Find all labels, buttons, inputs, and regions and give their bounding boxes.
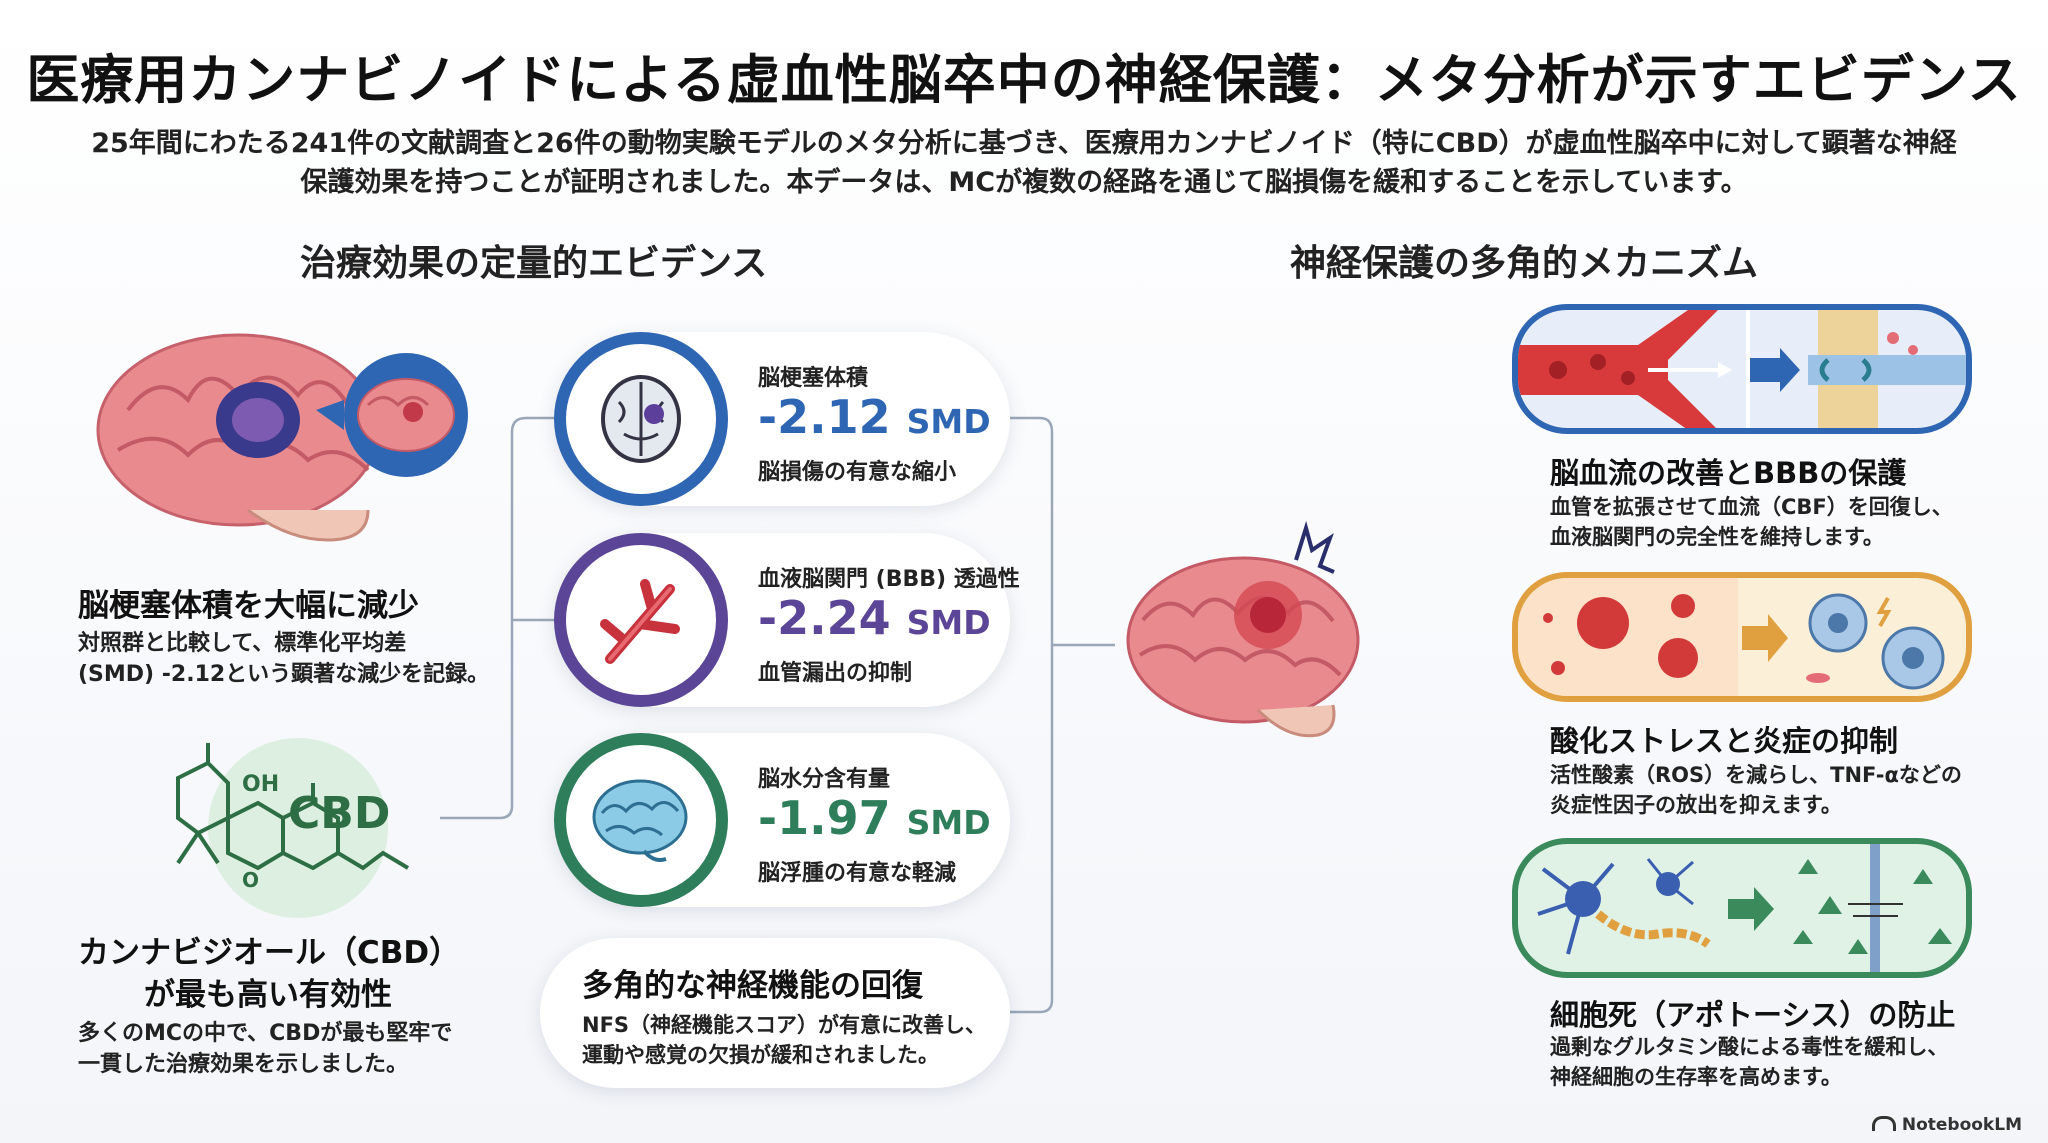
metric-unit: SMD (906, 803, 991, 842)
notebooklm-logo-icon (1871, 1116, 1896, 1131)
infarct-desc-line-2: (SMD) -2.12という顕著な減少を記録。 (78, 662, 490, 687)
metric-value: -1.97 SMD (758, 791, 991, 845)
brain-infarct-illustration (88, 320, 468, 570)
metric-card-infarct-volume: 脳梗塞体積 -2.12 SMD 脳損傷の有意な縮小 (554, 332, 1010, 506)
mechanism-description: 活性酸素（ROS）を減らし、TNF-αなどの 炎症性因子の放出を抑えます。 (1550, 760, 1962, 820)
recovery-heading: 多角的な神経機能の回復 (582, 968, 923, 1004)
recovery-desc-line-2: 運動や感覚の欠損が緩和されました。 (582, 1043, 939, 1067)
section-title-mechanisms: 神経保護の多角的メカニズム (1290, 243, 1759, 284)
mechanism-heading: 細胞死（アポトーシス）の防止 (1550, 998, 1956, 1032)
mechanism-desc-line-1: 過剰なグルタミン酸による毒性を緩和し、 (1550, 1035, 1949, 1059)
mechanism-heading: 酸化ストレスと炎症の抑制 (1550, 724, 1899, 758)
metric-value: -2.12 SMD (758, 390, 991, 444)
metric-name: 脳水分含有量 (758, 767, 891, 792)
metric-name: 脳梗塞体積 (758, 366, 869, 391)
swollen-brain-icon (592, 779, 688, 862)
mechanism-desc-line-2: 血液脳関門の完全性を維持します。 (1550, 525, 1884, 549)
vessel-dilation-icon (1518, 310, 1966, 428)
cbd-heading-line-1: カンナビジオール（CBD） (78, 935, 461, 971)
mechanism-capsule-apoptosis (1512, 838, 1972, 978)
page-title: 医療用カンナビノイドによる虚血性脳卒中の神経保護：メタ分析が示すエビデンス (26, 50, 2022, 111)
mechanism-description: 血管を拡張させて血流（CBF）を回復し、 血液脳関門の完全性を維持します。 (1550, 492, 1953, 552)
injured-brain-icon (1126, 520, 1360, 738)
neuron-protection-icon (1537, 844, 1952, 972)
metric-description: 脳損傷の有意な縮小 (758, 460, 957, 485)
intro-line-1: 25年間にわたる241件の文献調査と26件の動物実験モデルのメタ分析に基づき、医… (91, 128, 1957, 159)
cbd-desc-line-2: 一貫した治療効果を示しました。 (78, 1052, 409, 1077)
metric-value: -2.24 SMD (758, 591, 991, 645)
metric-description: 血管漏出の抑制 (758, 661, 913, 686)
recovery-desc-line-1: NFS（神経機能スコア）が有意に改善し、 (582, 1013, 987, 1037)
mechanism-desc-line-1: 活性酸素（ROS）を減らし、TNF-αなどの (1550, 763, 1962, 787)
cbd-description: 多くのMCの中で、CBDが最も堅牢で 一貫した治療効果を示しました。 (78, 1018, 452, 1080)
cbd-o-label: O (242, 868, 260, 892)
metric-ring (554, 733, 728, 907)
mechanism-desc-line-2: 神経細胞の生存率を高めます。 (1550, 1065, 1842, 1089)
cbd-oh-label: OH (242, 772, 280, 797)
metric-value-number: -2.12 (758, 390, 891, 444)
infarct-description: 対照群と比較して、標準化平均差 (SMD) -2.12という顕著な減少を記録。 (78, 628, 489, 690)
mechanism-capsule-oxidative-stress (1512, 572, 1972, 702)
mechanism-capsule-blood-flow (1512, 304, 1972, 434)
central-brain-illustration (1118, 520, 1378, 770)
cbd-label: CBD (288, 788, 391, 839)
intro-line-2: 保護効果を持つことが証明されました。本データは、MCが複数の経路を通じて脳損傷を… (300, 167, 1748, 198)
section-title-quantitative: 治療効果の定量的エビデンス (300, 243, 768, 284)
notebooklm-brand: NotebookLM (1871, 1115, 2022, 1135)
recovery-card: 多角的な神経機能の回復 NFS（神経機能スコア）が有意に改善し、 運動や感覚の欠… (540, 938, 1010, 1088)
mechanism-desc-line-1: 血管を拡張させて血流（CBF）を回復し、 (1550, 495, 1953, 519)
cbd-desc-line-1: 多くのMCの中で、CBDが最も堅牢で (78, 1021, 453, 1046)
infarct-heading: 脳梗塞体積を大幅に減少 (78, 588, 419, 624)
cbd-heading-line-2: が最も高い有効性 (144, 977, 392, 1013)
metric-name: 血液脳関門 (BBB) 透過性 (758, 567, 1020, 592)
blood-vessel-icon (600, 579, 680, 664)
brain-scan-icon (601, 375, 681, 463)
metric-value-number: -1.97 (758, 791, 891, 845)
cbd-molecule-illustration: O OH CBD (138, 728, 418, 928)
mechanism-heading: 脳血流の改善とBBBの保護 (1550, 456, 1907, 490)
metric-unit: SMD (906, 402, 991, 441)
mechanism-description: 過剰なグルタミン酸による毒性を緩和し、 神経細胞の生存率を高めます。 (1550, 1032, 1948, 1092)
metric-ring (554, 533, 728, 707)
cbd-molecule-icon (176, 738, 410, 918)
metric-unit: SMD (906, 603, 991, 642)
infarct-desc-line-1: 対照群と比較して、標準化平均差 (78, 631, 407, 656)
metric-value-number: -2.24 (758, 591, 891, 645)
metric-ring (554, 332, 728, 506)
cbd-heading: カンナビジオール（CBD） が最も高い有効性 (78, 932, 461, 1016)
mechanism-desc-line-2: 炎症性因子の放出を抑えます。 (1550, 793, 1842, 817)
ros-inflammation-icon (1518, 578, 1945, 696)
metric-card-brain-water: 脳水分含有量 -1.97 SMD 脳浮腫の有意な軽減 (554, 733, 1010, 907)
brain-infarct-icon (96, 333, 468, 542)
metric-card-bbb-permeability: 血液脳関門 (BBB) 透過性 -2.24 SMD 血管漏出の抑制 (554, 533, 1020, 707)
recovery-description: NFS（神経機能スコア）が有意に改善し、 運動や感覚の欠損が緩和されました。 (582, 1010, 986, 1070)
metric-description: 脳浮腫の有意な軽減 (758, 861, 957, 886)
intro-text: 25年間にわたる241件の文献調査と26件の動物実験モデルのメタ分析に基づき、医… (70, 124, 1978, 202)
footer-label: NotebookLM (1901, 1115, 2022, 1135)
